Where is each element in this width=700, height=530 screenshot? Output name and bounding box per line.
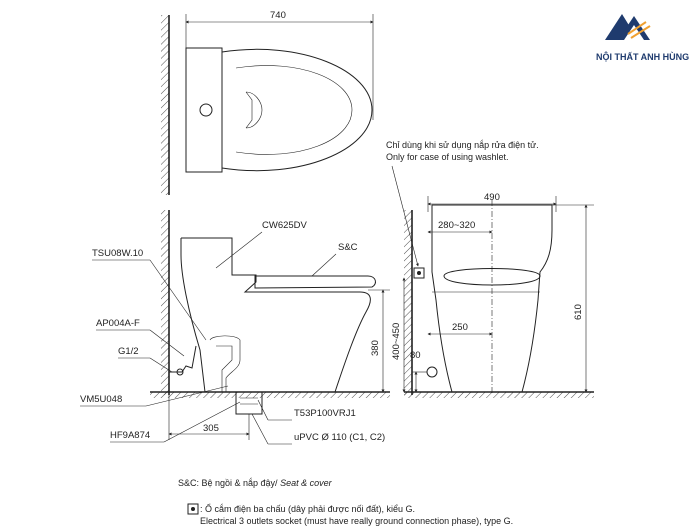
- top-view: 740: [161, 10, 374, 195]
- front-wall-hatch: [404, 210, 412, 395]
- supply-valve-label: TSU08W.10: [92, 248, 143, 259]
- seat-cover-label: S&C: [338, 242, 358, 253]
- seat-span-dim: 280~320: [438, 220, 475, 231]
- socket-height-dim: 400~450: [391, 323, 402, 360]
- bowl-outline: [221, 48, 373, 172]
- rough-in-dim: 305: [203, 423, 219, 434]
- legend-socket-vi: : Ổ cắm điện ba chấu (dây phải được nối …: [200, 503, 415, 514]
- wall-hatch: [161, 15, 169, 195]
- drain-adapter-label: T53P100VRJ1: [294, 408, 356, 419]
- supply-height-dim: 80: [410, 350, 421, 361]
- tank-outline: [185, 47, 223, 173]
- drain-pipe-label: uPVC Ø 110 (C1, C2): [294, 432, 385, 443]
- front-width-dim: 490: [484, 192, 500, 203]
- top-width-dim: 740: [270, 10, 286, 21]
- hose-label: HF9A874: [110, 430, 150, 441]
- brand-logo: NỘI THẤT ANH HÙNG: [596, 14, 689, 62]
- legend-seat-cover: S&C: Bệ ngồi & nắp đậy/ Seat & cover: [178, 478, 333, 488]
- washlet-note-vi: Chỉ dùng khi sử dụng nắp rửa điện tử.: [386, 140, 539, 150]
- hinge-outline: [245, 91, 263, 129]
- brand-name: NỘI THẤT ANH HÙNG: [596, 51, 689, 62]
- washlet-note-en: Only for case of using washlet.: [386, 152, 509, 162]
- side-view: 380 305 CW625DV S&C TSU08W.10 AP004A-F G…: [80, 210, 390, 445]
- flange-label: VM5U048: [80, 394, 122, 405]
- front-toilet-body: [431, 204, 553, 393]
- valve-icon: [176, 368, 184, 376]
- socket-icon: [413, 267, 425, 279]
- side-floor-hatch: [150, 392, 390, 398]
- tank-back: [180, 238, 206, 393]
- supply-inlet-icon: [426, 366, 438, 378]
- legend-socket-en: Electrical 3 outlets socket (must have r…: [200, 516, 513, 526]
- seat-outline: [235, 65, 353, 155]
- model-label: CW625DV: [262, 220, 308, 231]
- toilet-profile: [181, 237, 371, 393]
- flush-button-icon: [199, 103, 213, 117]
- angle-stop-label: AP004A-F: [96, 318, 140, 329]
- seat-profile: [254, 275, 376, 289]
- logo-mark-icon: [605, 14, 651, 40]
- legend: S&C: Bệ ngồi & nắp đậy/ Seat & cover : Ổ…: [178, 478, 513, 526]
- front-view: Chỉ dùng khi sử dụng nắp rửa điện tử. On…: [386, 140, 594, 398]
- supply-hose: [169, 345, 197, 373]
- front-seat: [443, 268, 541, 286]
- legend-socket-icon: [187, 503, 199, 515]
- pipe-thread-label: G1/2: [118, 346, 139, 357]
- trapway: [209, 335, 241, 392]
- seat-height-dim: 380: [370, 340, 381, 356]
- side-wall-hatch: [161, 210, 169, 395]
- inlet-offset-dim: 250: [452, 322, 468, 333]
- total-height-dim: 610: [573, 304, 584, 320]
- front-floor-hatch: [404, 392, 594, 398]
